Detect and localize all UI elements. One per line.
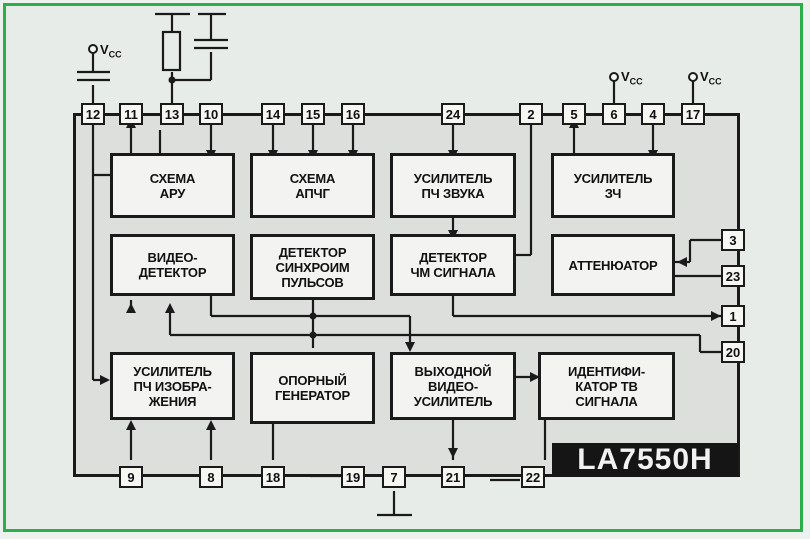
pin-3: 3 — [721, 229, 745, 251]
block-video-if-amplifier: УСИЛИТЕЛЬ ПЧ ИЗОБРА- ЖЕНИЯ — [110, 352, 235, 420]
pin-14: 14 — [261, 103, 285, 125]
pin-13: 13 — [160, 103, 184, 125]
pin-5: 5 — [562, 103, 586, 125]
vcc-label: VCC — [621, 69, 643, 87]
pin-24: 24 — [441, 103, 465, 125]
pin-7: 7 — [382, 466, 406, 488]
pin-9: 9 — [119, 466, 143, 488]
pin-20: 20 — [721, 341, 745, 363]
block-video-output-amplifier: ВЫХОДНОЙ ВИДЕО- УСИЛИТЕЛЬ — [390, 352, 516, 420]
block-attenuator: АТТЕНЮАТОР — [551, 234, 675, 296]
vcc-label: VCC — [700, 69, 722, 87]
block-tv-signal-identifier: ИДЕНТИФИ- КАТОР ТВ СИГНАЛА — [538, 352, 675, 420]
pin-18: 18 — [261, 466, 285, 488]
chip-model-label: LA7550H — [552, 443, 738, 477]
block-video-detector: ВИДЕО- ДЕТЕКТОР — [110, 234, 235, 296]
pin-2: 2 — [519, 103, 543, 125]
pin-8: 8 — [199, 466, 223, 488]
pin-4: 4 — [641, 103, 665, 125]
block-sync-pulse-detector: ДЕТЕКТОР СИНХРОИМ ПУЛЬСОВ — [250, 234, 375, 300]
pin-16: 16 — [341, 103, 365, 125]
pin-22: 22 — [521, 466, 545, 488]
pin-11: 11 — [119, 103, 143, 125]
block-afc: СХЕМА АПЧГ — [250, 153, 375, 218]
block-reference-oscillator: ОПОРНЫЙ ГЕНЕРАТОР — [250, 352, 375, 424]
pin-12: 12 — [81, 103, 105, 125]
block-sound-if-amplifier: УСИЛИТЕЛЬ ПЧ ЗВУКА — [390, 153, 516, 218]
vcc-label: VCC — [100, 42, 122, 60]
pin-21: 21 — [441, 466, 465, 488]
block-audio-amplifier: УСИЛИТЕЛЬ ЗЧ — [551, 153, 675, 218]
pin-15: 15 — [301, 103, 325, 125]
pin-23: 23 — [721, 265, 745, 287]
block-agc: СХЕМА АРУ — [110, 153, 235, 218]
pin-17: 17 — [681, 103, 705, 125]
block-fm-detector: ДЕТЕКТОР ЧМ СИГНАЛА — [390, 234, 516, 296]
pin-19: 19 — [341, 466, 365, 488]
pin-10: 10 — [199, 103, 223, 125]
pin-1: 1 — [721, 305, 745, 327]
pin-6: 6 — [602, 103, 626, 125]
